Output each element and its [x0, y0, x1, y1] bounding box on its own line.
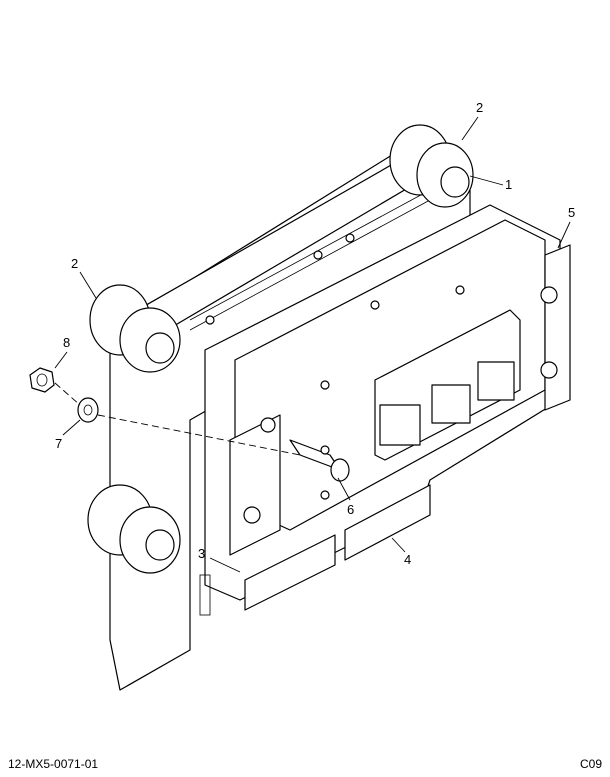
callout-4: 4	[404, 552, 412, 567]
callout-2-left: 2	[71, 256, 79, 271]
callout-7: 7	[55, 436, 63, 451]
rubber-isolator-left	[89, 284, 181, 373]
rubber-isolator-top-right	[389, 124, 474, 208]
drawing-number: 12-MX5-0071-01	[8, 757, 99, 771]
front-plate	[229, 414, 281, 556]
nut	[29, 367, 55, 393]
side-bracket	[544, 244, 571, 411]
lower-connector-4	[344, 484, 431, 561]
rubber-isolator-bottom-left	[87, 484, 181, 574]
callout-3: 3	[198, 546, 206, 561]
callout-1: 1	[505, 177, 513, 192]
callout-5: 5	[568, 205, 576, 220]
washer	[77, 397, 99, 423]
lower-connector-3	[244, 534, 336, 611]
callout-8: 8	[63, 335, 71, 350]
bolt	[289, 439, 350, 482]
connector-block	[374, 309, 521, 461]
page-code: C09	[580, 757, 603, 771]
callout-2-top: 2	[476, 100, 484, 115]
callout-6: 6	[347, 502, 355, 517]
